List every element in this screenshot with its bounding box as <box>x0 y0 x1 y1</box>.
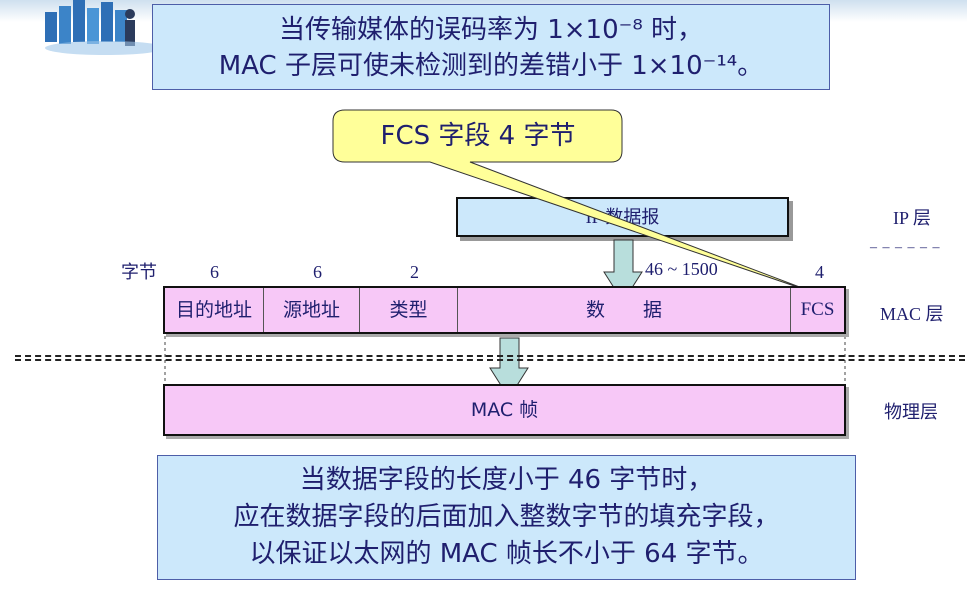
padding-note: 当数据字段的长度小于 46 字节时， 应在数据字段的后面加入整数字节的填充字段，… <box>157 455 856 580</box>
error-rate-note-line1: 当传输媒体的误码率为 1×10⁻⁸ 时， <box>278 15 704 45</box>
fcs-size: 4 <box>815 262 824 282</box>
dest-size: 6 <box>210 262 219 282</box>
field-data: 数 据 <box>458 288 791 332</box>
fcs-callout-label: FCS 字段 4 字节 <box>380 121 576 151</box>
layer-divider <box>15 355 965 361</box>
padding-note-line2: 应在数据字段的后面加入整数字节的填充字段， <box>233 502 780 532</box>
field-fcs: FCS <box>800 299 835 320</box>
decorative-logo <box>45 0 165 55</box>
data-size: 46 ~ 1500 <box>645 259 718 279</box>
error-rate-note: 当传输媒体的误码率为 1×10⁻⁸ 时， MAC 子层可使未检测到的差错小于 1… <box>152 4 830 90</box>
type-size: 2 <box>410 262 419 282</box>
error-rate-note-line2: MAC 子层可使未检测到的差错小于 1×10⁻¹⁴。 <box>218 51 764 81</box>
field-type: 类型 <box>360 288 458 332</box>
padding-note-line3: 以保证以太网的 MAC 帧长不小于 64 字节。 <box>249 539 764 569</box>
physical-layer-label: 物理层 <box>884 402 938 422</box>
ip-layer-label: IP 层 <box>893 208 931 228</box>
mac-frame-physical: MAC 帧 <box>163 384 846 436</box>
field-source-address: 源地址 <box>264 288 360 332</box>
ip-datagram-box: IP 数据报 <box>456 197 789 237</box>
field-destination-address: 目的地址 <box>165 288 264 332</box>
mac-frame-fields: 目的地址 源地址 类型 数 据 FCS <box>163 286 846 334</box>
src-size: 6 <box>313 262 322 282</box>
mac-layer-label: MAC 层 <box>880 304 944 324</box>
byte-unit-label: 字节 <box>121 262 157 282</box>
padding-note-line1: 当数据字段的长度小于 46 字节时， <box>299 465 714 495</box>
layer-separator: – – – – – – <box>870 240 941 255</box>
